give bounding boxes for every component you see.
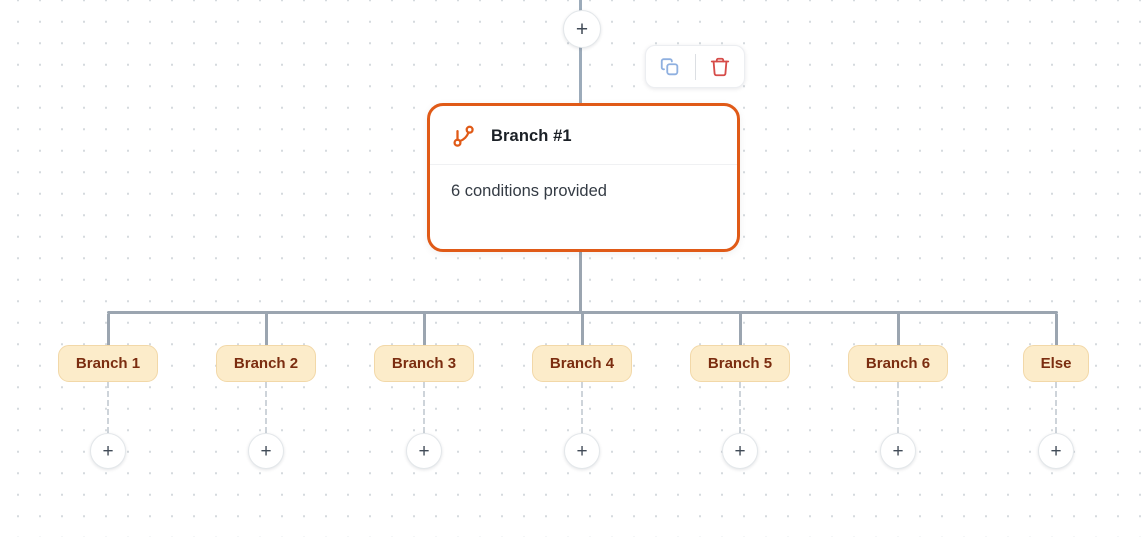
copy-node-button[interactable] — [655, 52, 685, 82]
branch-connector-stub — [738, 314, 742, 345]
branch-chip-branch-6[interactable]: Branch 6 — [847, 345, 949, 382]
add-step-button-top[interactable]: + — [563, 10, 601, 48]
node-divider — [430, 164, 737, 165]
branch-column: Branch 3 + — [373, 314, 475, 469]
branch-column: Branch 1 + — [57, 314, 159, 469]
branch-connector-stub — [422, 314, 426, 345]
plus-icon: + — [575, 17, 589, 41]
plus-icon: + — [576, 440, 588, 462]
branch-dashed-connector — [1055, 382, 1057, 433]
branch-add-button-branch-2[interactable]: + — [248, 433, 284, 469]
branch-connector-stub — [580, 314, 584, 345]
branch-chip-label: Branch 4 — [549, 355, 615, 372]
node-subtitle: 6 conditions provided — [451, 182, 607, 200]
delete-node-button[interactable] — [705, 52, 735, 82]
branch-chip-else[interactable]: Else — [1022, 345, 1090, 382]
branch-chip-branch-4[interactable]: Branch 4 — [531, 345, 633, 382]
branch-column: Branch 2 + — [215, 314, 317, 469]
branch-add-button-else[interactable]: + — [1038, 433, 1074, 469]
branch-dashed-connector — [265, 382, 267, 433]
plus-icon: + — [260, 440, 272, 462]
connector-branch-horizontal — [107, 311, 1058, 314]
connector-top-vertical — [579, 0, 582, 104]
branch-add-button-branch-1[interactable]: + — [90, 433, 126, 469]
branch-connector-stub — [264, 314, 268, 345]
branch-chip-label: Branch 1 — [75, 355, 141, 372]
branch-connector-stub — [106, 314, 110, 345]
plus-icon: + — [102, 440, 114, 462]
branch-chip-branch-1[interactable]: Branch 1 — [57, 345, 159, 382]
node-body: 6 conditions provided — [430, 165, 737, 218]
branch-chip-label: Branch 6 — [865, 355, 931, 372]
plus-icon: + — [734, 440, 746, 462]
branch-connector-stub — [896, 314, 900, 345]
branch-chip-branch-5[interactable]: Branch 5 — [689, 345, 791, 382]
branch-dashed-connector — [107, 382, 109, 433]
branch-column: Branch 6 + — [847, 314, 949, 469]
git-branch-icon — [451, 123, 477, 149]
branch-column: Branch 5 + — [689, 314, 791, 469]
branch-dashed-connector — [897, 382, 899, 433]
node-toolbar — [645, 45, 745, 88]
plus-icon: + — [1050, 440, 1062, 462]
branch-chip-label: Branch 5 — [707, 355, 773, 372]
branch-add-button-branch-6[interactable]: + — [880, 433, 916, 469]
branch-chip-branch-3[interactable]: Branch 3 — [373, 345, 475, 382]
branch-add-button-branch-5[interactable]: + — [722, 433, 758, 469]
branch-column: Else + — [1006, 314, 1106, 469]
branch-add-button-branch-3[interactable]: + — [406, 433, 442, 469]
branch-dashed-connector — [581, 382, 583, 433]
branch-row: Branch 1 + Branch 2 + Branch 3 + Branch … — [57, 314, 1106, 469]
branch-dashed-connector — [739, 382, 741, 433]
branch-chip-branch-2[interactable]: Branch 2 — [215, 345, 317, 382]
node-header: Branch #1 — [430, 106, 737, 164]
branch-node-card[interactable]: Branch #1 6 conditions provided — [427, 103, 740, 252]
node-title: Branch #1 — [491, 126, 572, 145]
branch-connector-stub — [1054, 314, 1058, 345]
branch-column: Branch 4 + — [531, 314, 633, 469]
connector-node-to-branches — [579, 249, 582, 314]
branch-add-button-branch-4[interactable]: + — [564, 433, 600, 469]
plus-icon: + — [418, 440, 430, 462]
branch-chip-label: Else — [1040, 355, 1072, 372]
toolbar-divider — [694, 53, 696, 80]
branch-chip-label: Branch 3 — [391, 355, 457, 372]
branch-dashed-connector — [423, 382, 425, 433]
plus-icon: + — [892, 440, 904, 462]
trash-icon — [709, 56, 731, 78]
copy-icon — [659, 56, 681, 78]
branch-chip-label: Branch 2 — [233, 355, 299, 372]
